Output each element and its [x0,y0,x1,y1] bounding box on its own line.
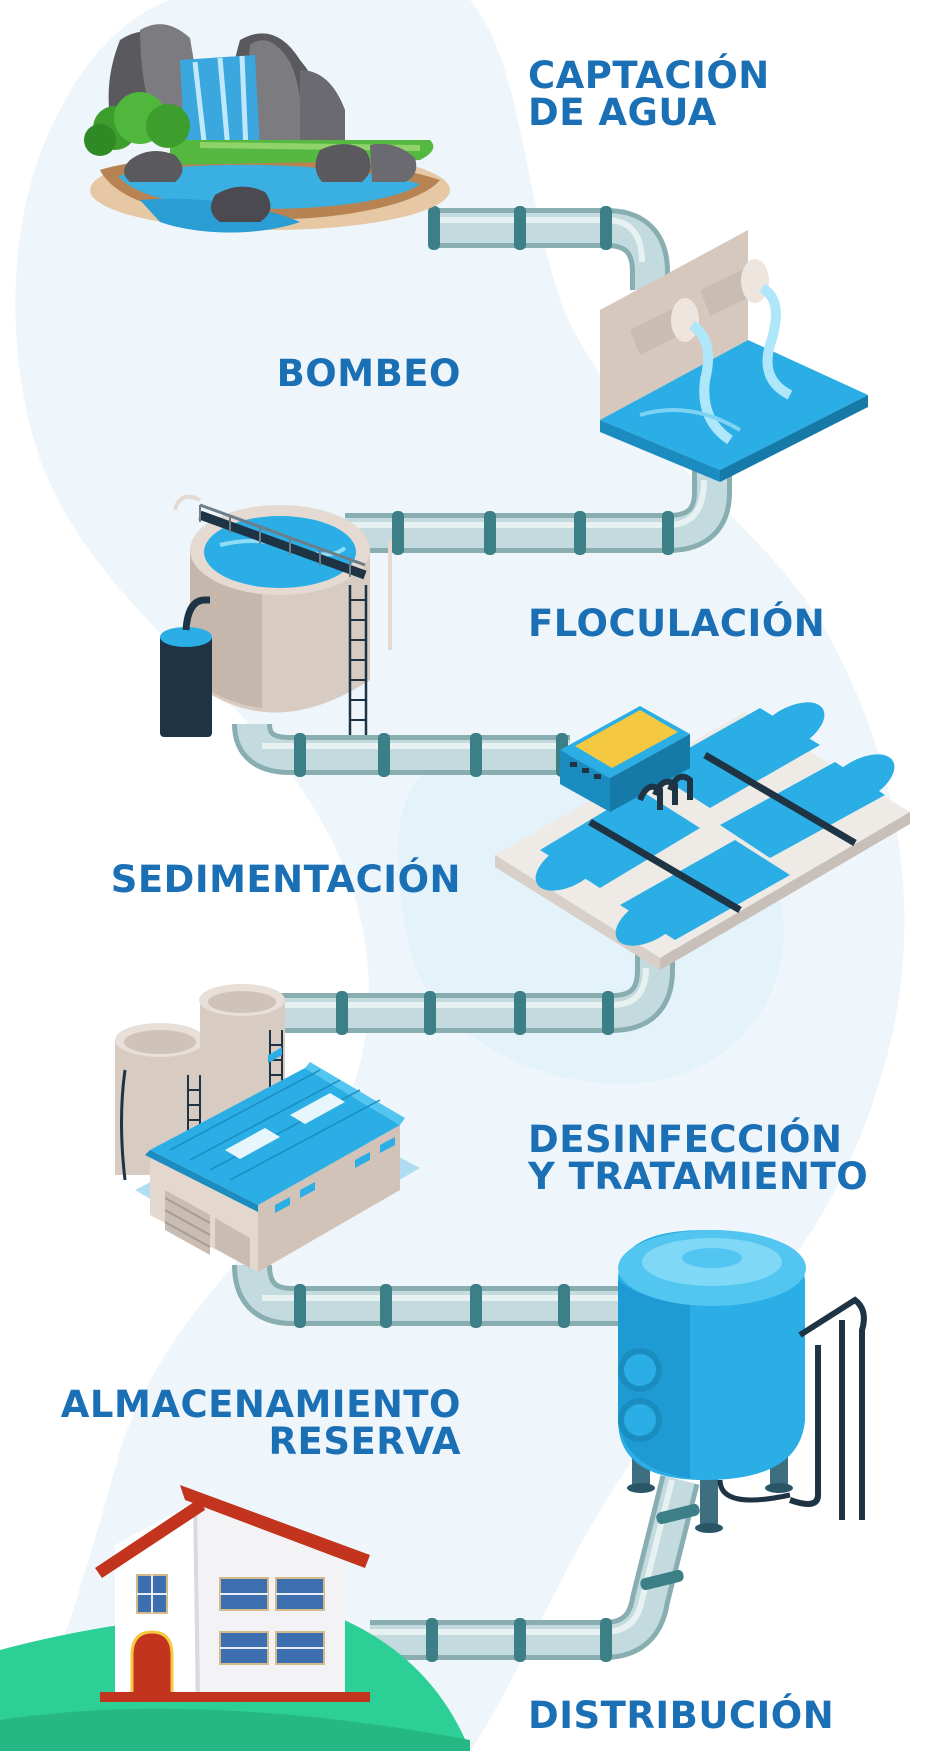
label-line: DISTRIBUCIÓN [528,1694,835,1737]
flocculation-tank-icon [160,494,392,737]
step-label-captacion: CAPTACIÓN DE AGUA [528,57,770,131]
step-label-floculacion: FLOCULACIÓN [528,605,825,642]
label-line: SEDIMENTACIÓN [110,858,461,901]
step-label-desinfeccion: DESINFECCIÓN Y TRATAMIENTO [528,1121,868,1195]
label-line: RESERVA [268,1420,461,1463]
label-line: DESINFECCIÓN [528,1118,843,1161]
waterfall-icon [84,24,450,233]
label-line: DE AGUA [528,91,717,134]
step-label-distribucion: DISTRIBUCIÓN [528,1697,834,1734]
label-line: ALMACENAMIENTO [60,1383,461,1426]
step-label-bombeo: BOMBEO [277,355,461,392]
step-label-sedimentacion: SEDIMENTACIÓN [111,861,461,898]
house-icon [0,1485,470,1751]
storage-tank-icon [618,1230,867,1533]
label-line: BOMBEO [276,352,461,395]
outfall-pipes-icon [600,230,868,482]
pipe-network [232,206,732,1662]
label-line: Y TRATAMIENTO [528,1155,869,1198]
sedimentation-basins-icon [495,702,910,970]
label-line: CAPTACIÓN [528,54,770,97]
label-line: FLOCULACIÓN [528,602,826,645]
step-label-almacenamiento: ALMACENAMIENTO RESERVA [61,1386,461,1460]
treatment-plant-icon [115,984,420,1272]
